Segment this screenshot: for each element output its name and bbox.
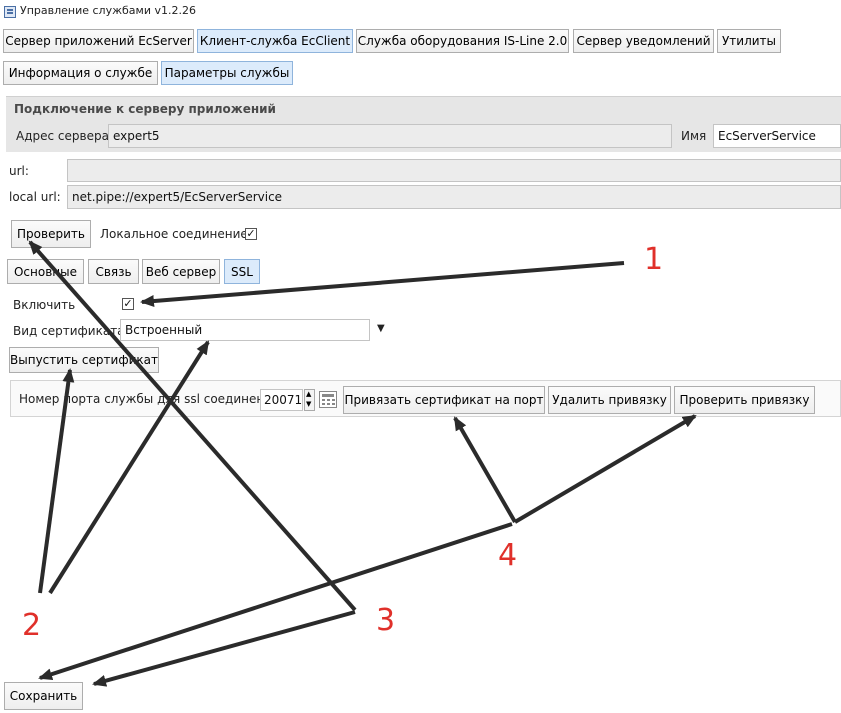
local-connection-checkbox[interactable]: ✓ <box>245 227 257 240</box>
spin-up-icon[interactable]: ▲ <box>306 390 312 398</box>
cert-type-select[interactable]: Встроенный <box>120 319 370 341</box>
title-bar: Управление службами v1.2.26 <box>0 0 841 26</box>
spin-down-icon[interactable]: ▼ <box>306 400 312 408</box>
tab-is-line[interactable]: Служба оборудования IS-Line 2.0 <box>356 29 569 53</box>
url-field[interactable] <box>67 159 841 182</box>
port-spinner[interactable]: ▲ ▼ <box>304 389 315 411</box>
arrow-4a <box>453 416 517 523</box>
annotation-3: 3 <box>376 603 396 638</box>
arrow-4c <box>38 522 513 680</box>
server-address-label: Адрес сервера <box>16 129 109 143</box>
enable-label: Включить <box>13 298 76 312</box>
local-url-field[interactable]: net.pipe://expert5/EcServerService <box>67 185 841 209</box>
tab-ecclient[interactable]: Клиент-служба EcClient <box>197 29 353 53</box>
annotation-4: 4 <box>498 538 518 573</box>
app-icon <box>4 6 16 18</box>
arrow-3b <box>92 610 356 687</box>
annotation-2: 2 <box>22 608 42 643</box>
name-field[interactable]: EcServerService <box>713 124 841 148</box>
ssl-port-label: Номер порта службы для ssl соединения <box>19 392 280 406</box>
ssl-port-input[interactable]: 20071 <box>260 389 303 411</box>
issue-certificate-button[interactable]: Выпустить сертификат <box>9 347 159 373</box>
check-button[interactable]: Проверить <box>11 220 91 248</box>
tab-service-params[interactable]: Параметры службы <box>161 61 293 85</box>
connection-group-header: Подключение к серверу приложений <box>14 102 276 116</box>
window-title: Управление службами v1.2.26 <box>20 4 196 17</box>
server-address-field[interactable]: expert5 <box>108 124 672 148</box>
tab-service-info[interactable]: Информация о службе <box>3 61 158 85</box>
cert-type-label: Вид сертификата <box>13 324 125 338</box>
tab-main-settings[interactable]: Основные <box>7 259 84 284</box>
tab-connection[interactable]: Связь <box>88 259 139 284</box>
local-url-label: local url: <box>9 190 61 204</box>
bind-certificate-button[interactable]: Привязать сертификат на порт <box>343 386 545 414</box>
tab-ssl[interactable]: SSL <box>224 259 260 284</box>
annotation-1: 1 <box>644 242 664 277</box>
local-connection-label: Локальное соединение <box>100 227 248 241</box>
arrow-4b <box>513 414 697 524</box>
calculator-icon[interactable] <box>319 391 337 408</box>
name-label: Имя <box>681 129 707 143</box>
tab-utilities[interactable]: Утилиты <box>717 29 781 53</box>
tab-web-server[interactable]: Веб сервер <box>142 259 220 284</box>
remove-binding-button[interactable]: Удалить привязку <box>548 386 671 414</box>
chevron-down-icon[interactable]: ▼ <box>377 323 385 334</box>
enable-ssl-checkbox[interactable]: ✓ <box>122 297 134 310</box>
save-button[interactable]: Сохранить <box>4 682 83 710</box>
tab-notification-server[interactable]: Сервер уведомлений <box>573 29 714 53</box>
verify-binding-button[interactable]: Проверить привязку <box>674 386 815 414</box>
url-label: url: <box>9 164 29 178</box>
arrow-3a <box>28 240 357 612</box>
tab-ecserver[interactable]: Сервер приложений EcServer <box>3 29 194 53</box>
